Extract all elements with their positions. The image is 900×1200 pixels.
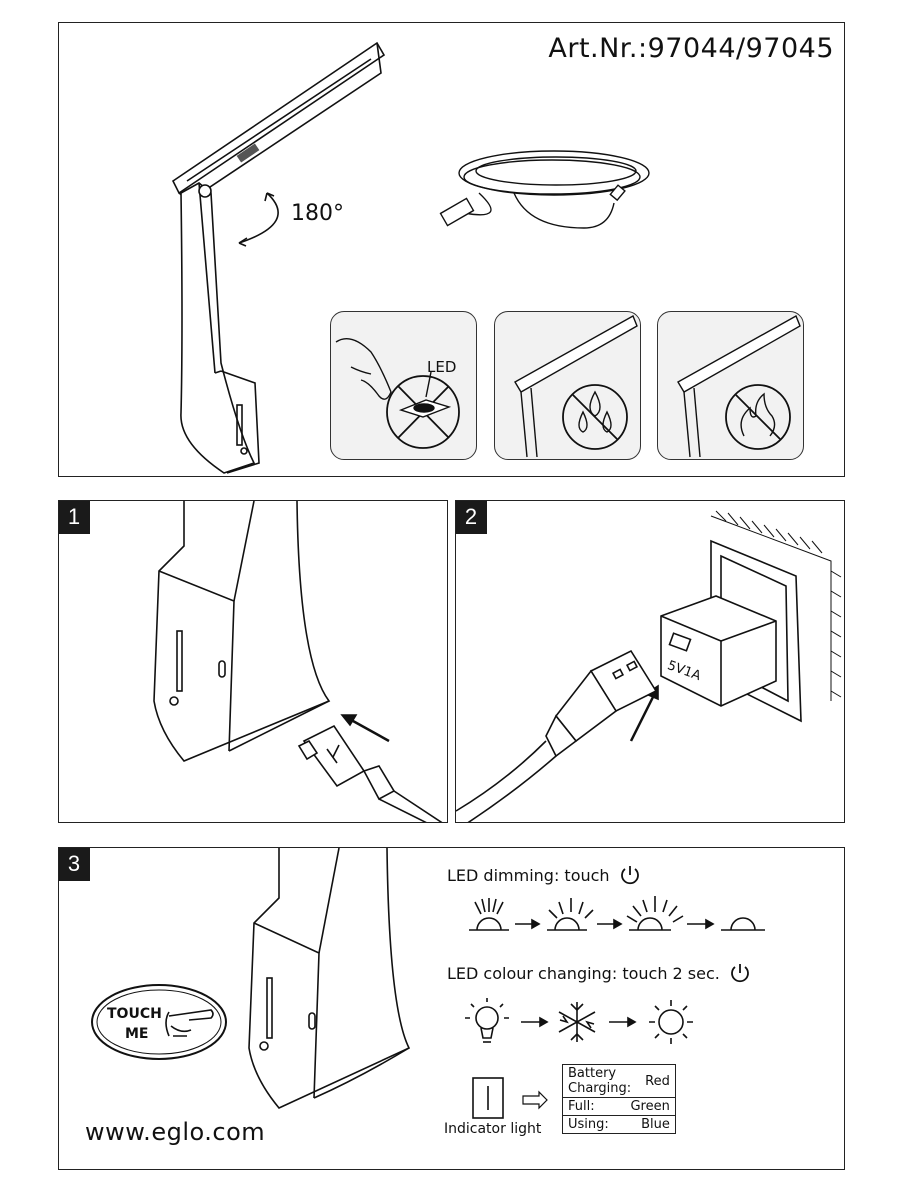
colour-instruction: LED colour changing: touch 2 sec. bbox=[447, 962, 751, 984]
dimming-instruction: LED dimming: touch bbox=[447, 864, 641, 886]
lamp-base-touch-illustration bbox=[248, 848, 411, 1109]
sun-icon bbox=[649, 1000, 693, 1044]
rotation-angle-label: 180° bbox=[291, 201, 344, 226]
status-color: Blue bbox=[641, 1117, 670, 1132]
lamp-illustration bbox=[171, 41, 386, 474]
hand-touching-led-icon bbox=[335, 338, 460, 449]
indicator-light-label: Indicator light bbox=[444, 1121, 542, 1137]
table-row: Full: Green bbox=[562, 1097, 676, 1116]
power-icon bbox=[620, 866, 639, 885]
indicator-light-icon bbox=[472, 1077, 548, 1119]
website-link[interactable]: www.eglo.com bbox=[85, 1118, 266, 1146]
status-state: Full: bbox=[568, 1099, 595, 1114]
indicator-status-table: Battery Charging: Red Full: Green Using:… bbox=[562, 1064, 676, 1134]
no-fire-icon bbox=[677, 314, 801, 458]
lamp-base-charging-port-illustration bbox=[153, 501, 443, 822]
colour-text: LED colour changing: touch 2 sec. bbox=[447, 964, 720, 983]
colour-modes-sequence bbox=[465, 998, 693, 1044]
sun-icon bbox=[626, 896, 684, 931]
led-warning-panel: LED bbox=[330, 311, 477, 460]
sun-icon bbox=[469, 898, 509, 931]
status-color: Green bbox=[630, 1099, 670, 1114]
article-number: Art.Nr.:97044/97045 bbox=[548, 33, 834, 64]
touch-me-button-icon: TOUCH ME bbox=[91, 984, 227, 1060]
no-fire-panel bbox=[657, 311, 804, 460]
touch-label: TOUCH bbox=[107, 1006, 162, 1022]
wall-adapter-illustration: 5V1A bbox=[456, 510, 842, 822]
sun-icon bbox=[721, 917, 765, 931]
arrow-right-icon bbox=[522, 1090, 548, 1110]
me-label: ME bbox=[125, 1026, 149, 1042]
power-icon bbox=[731, 964, 749, 983]
table-row: Battery Charging: Red bbox=[562, 1064, 676, 1098]
status-state: Using: bbox=[568, 1117, 609, 1132]
table-row: Using: Blue bbox=[562, 1115, 676, 1134]
overview-panel: Art.Nr.:97044/97045 180° bbox=[58, 22, 845, 477]
status-state: Battery Charging: bbox=[568, 1066, 632, 1096]
step-number-badge: 2 bbox=[456, 501, 487, 534]
led-label: LED bbox=[427, 358, 457, 376]
no-water-icon bbox=[514, 314, 638, 458]
dimming-text: LED dimming: touch bbox=[447, 866, 610, 885]
snowflake-icon bbox=[558, 1002, 596, 1042]
step-3-panel: 3 TOUCH ME LED dimming: touch bbox=[58, 847, 845, 1170]
sun-icon bbox=[547, 898, 594, 931]
step-1-panel: 1 bbox=[58, 500, 448, 823]
brightness-levels-sequence bbox=[469, 896, 765, 931]
step-number-badge: 3 bbox=[59, 848, 90, 881]
no-water-panel bbox=[494, 311, 641, 460]
usb-cable-illustration bbox=[439, 150, 650, 229]
step-number-badge: 1 bbox=[59, 501, 90, 534]
bulb-icon bbox=[465, 998, 509, 1043]
status-color: Red bbox=[645, 1073, 670, 1089]
step-2-panel: 2 5V1A bbox=[455, 500, 845, 823]
